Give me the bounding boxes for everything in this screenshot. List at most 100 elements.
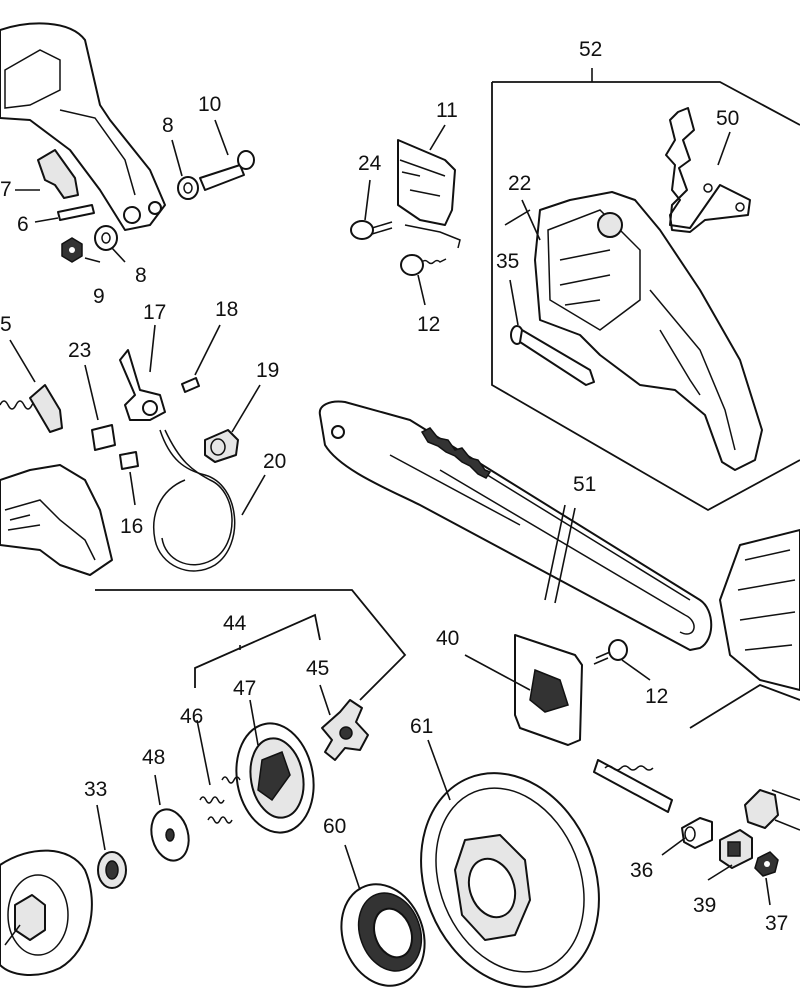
callout-52: 52 [579,38,602,61]
group-line-20 [95,589,407,701]
callout-47: 47 [233,677,256,700]
part-6-pin [57,204,95,221]
part-22-housing-face [547,209,641,331]
callout-61: 61 [410,715,433,738]
part-50-spring-plate [665,107,751,233]
part-11-plate [397,139,456,226]
callout-46: 46 [180,705,203,728]
handle-slot [4,49,61,109]
engine-group-line [689,684,800,729]
side-cover-slots [7,514,41,531]
part-22-brake-housing [534,191,763,471]
part-46-spring-b [221,776,241,784]
part-17-hole [142,400,158,416]
callout-48: 48 [142,746,165,769]
part-10-bolt [199,164,245,191]
callout-45: 45 [306,657,329,680]
leader-lines [9,119,771,906]
callout-33: 33 [84,778,107,801]
callout-50: 50 [716,107,739,130]
part-61-drum-bore [467,857,517,919]
clutch-drum-shaft [4,924,21,946]
side-cover-rib [4,499,96,561]
front-handle [0,22,166,231]
part-8-washer-lower [94,225,118,251]
bar-rails [439,454,691,616]
part-11-tab [404,224,461,249]
callout-10: 10 [198,93,221,116]
part-33-bearing-center [105,860,119,880]
callout-44: 44 [223,612,247,635]
part-45-hub-bore [339,726,353,740]
part-51-guide-bar [318,400,713,651]
part-19-gear-hole [210,438,226,456]
handle-hole [148,201,162,215]
part-12-screw-lower-head [608,639,628,661]
callout-60: 60 [323,815,346,838]
part-8-washer-hole [183,182,193,194]
part-22-housing-edge [649,289,736,451]
callout-8-lower: 8 [135,264,147,287]
oil-pump-gear-lines [771,789,800,831]
saw-chain [420,427,492,479]
part-11-detail [399,159,446,197]
part-20-brake-band [153,429,236,572]
part-50-hole-a [703,183,713,193]
group-box-52 [491,81,800,512]
adjuster-screw [593,759,673,813]
callout-12-upper: 12 [417,313,440,336]
group-bracket-44 [194,613,321,688]
callout-12-lower: 12 [645,685,668,708]
callout-17: 17 [143,301,166,324]
part-46-spring-c [207,816,233,824]
part-40-plate-window [529,668,569,713]
part-46-spring-a [199,796,225,804]
bar-nose [679,614,695,635]
leader-51b [554,507,576,604]
callout-7: 7 [0,178,12,201]
part-61-drum-rim [435,787,585,973]
leader-51 [544,504,566,601]
part-24-screw-shank [371,221,393,235]
part-60-rim-hub [373,907,413,959]
part-36-adjuster [681,817,713,849]
callout-22: 22 [508,172,531,195]
callout-6: 6 [17,213,29,236]
callout-37: 37 [765,912,788,935]
part-39-block-slot [727,841,741,857]
callout-23: 23 [68,339,91,362]
part-37-worm-center [764,861,770,867]
callout-35: 35 [496,250,519,273]
bar-hole [331,425,345,439]
engine-body [719,529,800,691]
part-36-adjuster-hole [684,826,696,842]
part-22-pivot [597,212,623,238]
callout-19: 19 [256,359,279,382]
callout-36: 36 [630,859,653,882]
part-23-bushing [91,424,116,451]
handle-edge [59,109,136,196]
part-35-pin [519,329,595,386]
part-10-bolt-head [237,150,255,170]
callout-5: 5 [0,313,12,336]
clutch-drum-sprocket [14,894,46,941]
part-19-gear [204,429,239,463]
side-cover [0,464,113,576]
bar-slot-line [389,454,521,526]
adjuster-screw-thread [604,765,654,771]
part-7-lever [37,149,79,199]
part-47-clutch-shoes [257,751,291,802]
oil-pump-gear [744,789,779,829]
part-9-nut-hole [69,247,75,253]
part-48-washer-hole [165,828,175,842]
part-12-screw-upper-head [400,254,424,276]
callout-16: 16 [120,515,143,538]
part-16-pin [119,451,139,470]
engine-fins [737,549,796,651]
callout-24: 24 [358,152,382,175]
handle-bushing [123,206,141,224]
part-18-pin [181,377,200,393]
part-50-hole-b [735,202,745,212]
callout-40: 40 [436,627,459,650]
